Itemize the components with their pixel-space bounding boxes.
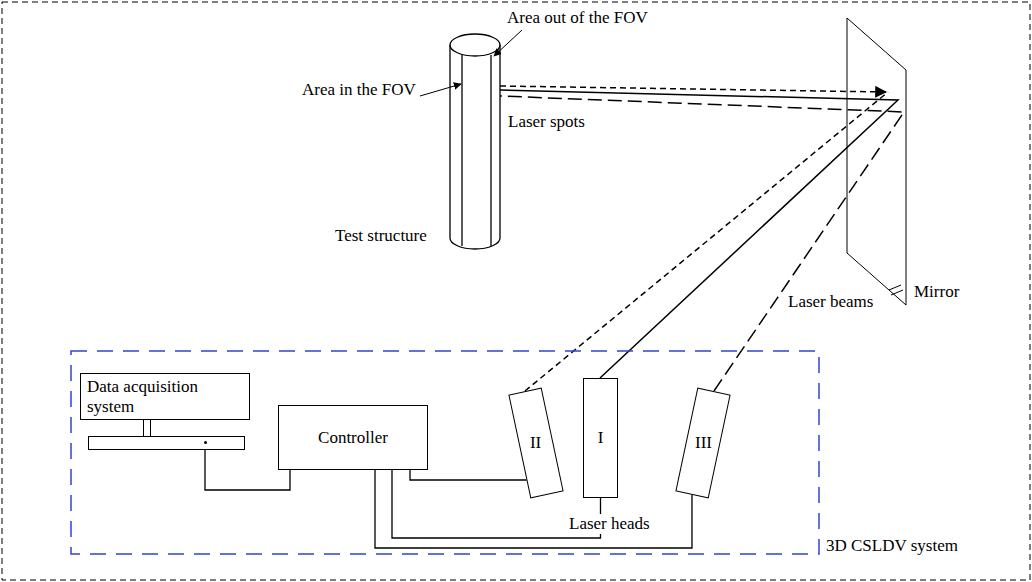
- node-label: Data acquisition system: [87, 377, 237, 416]
- cylinder-side: [499, 45, 500, 238]
- node-label: Controller: [318, 428, 388, 448]
- annotation-label: Laser beams: [786, 292, 875, 312]
- annotation-label: Test structure: [333, 226, 429, 246]
- node-label: II: [530, 433, 541, 453]
- mirror-mark: [889, 285, 901, 290]
- laser-beam: [500, 96, 904, 391]
- mirror-plane: [847, 18, 906, 305]
- annotation-label: Area out of the FOV: [505, 8, 650, 28]
- annotation-label: Laser spots: [506, 112, 587, 132]
- mirror: [847, 18, 906, 305]
- laser-head: III: [675, 388, 730, 499]
- test-structure: [450, 34, 500, 249]
- keyboard-dot: [204, 441, 207, 444]
- annotation-label: Mirror: [912, 282, 961, 302]
- monitor-box: Data acquisition system: [80, 373, 250, 420]
- cylinder-side: [449, 45, 450, 238]
- keyboard: [88, 436, 245, 450]
- leader-arrow: [494, 30, 522, 56]
- group-border: [71, 351, 819, 554]
- leader-arrow: [420, 84, 461, 96]
- laser-head: II: [508, 388, 563, 499]
- group-heading: 3D CSLDV system: [826, 536, 958, 556]
- node-label: III: [695, 433, 712, 453]
- monitor-stand: [143, 420, 151, 436]
- system-group: 3D CSLDV systemData acquisition systemCo…: [70, 350, 820, 555]
- fov-boundary: [490, 55, 491, 246]
- cylinder-bottom: [450, 238, 500, 249]
- annotation-label: Area in the FOV: [300, 80, 418, 100]
- leaders: [420, 30, 522, 96]
- device-box: Controller: [278, 405, 428, 470]
- mirror-mark: [891, 290, 903, 295]
- annotation-label: Laser heads: [567, 514, 652, 534]
- fov-boundary: [461, 55, 462, 246]
- laser-beam: [525, 92, 888, 391]
- cylinder-top: [450, 34, 500, 56]
- node-label: I: [598, 428, 604, 448]
- laser-beams: [500, 86, 904, 391]
- device-box: Data acquisition system: [80, 373, 250, 450]
- laser-beam: [500, 86, 886, 92]
- laser-head: I: [583, 378, 618, 498]
